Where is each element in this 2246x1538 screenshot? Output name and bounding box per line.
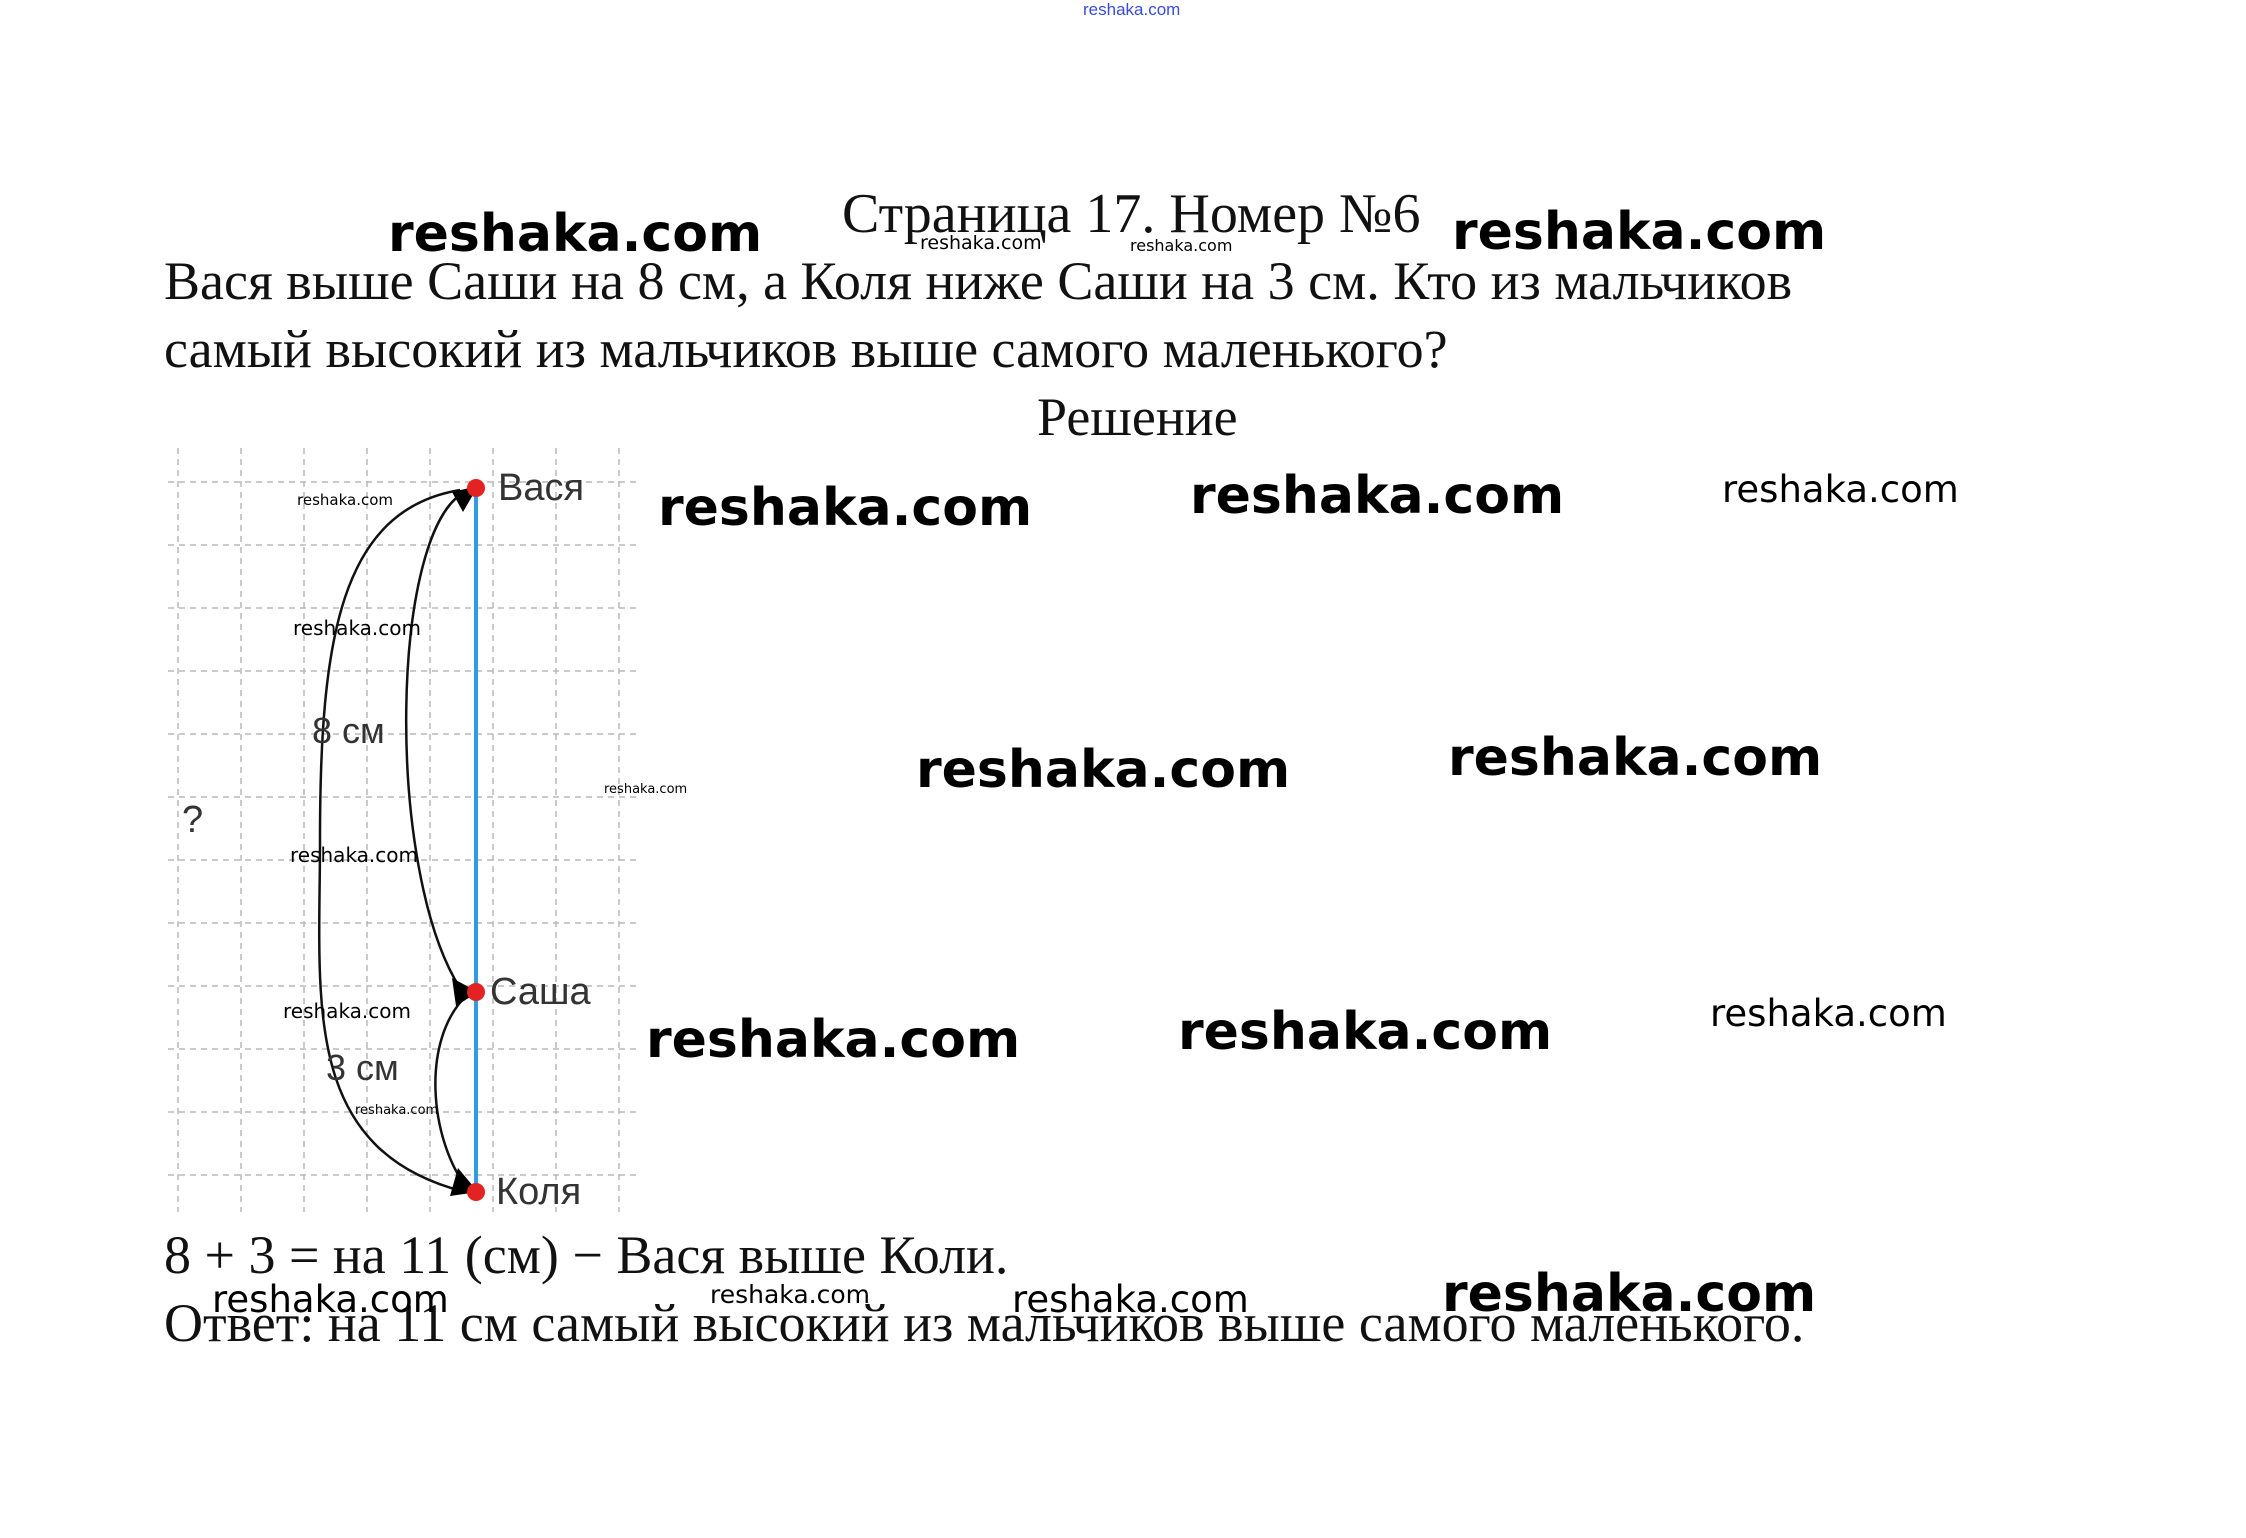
answer-line: Ответ: на 11 см самый высокий из мальчик… xyxy=(164,1293,1805,1353)
watermark: reshaka.com xyxy=(920,232,1042,254)
label-vasya: Вася xyxy=(498,467,584,509)
watermark: reshaka.com xyxy=(1448,728,1823,788)
watermark: reshaka.com xyxy=(604,782,688,797)
label-lower-segment: 3 см xyxy=(326,1047,399,1088)
page-title: Страница 17. Номер №6 xyxy=(842,183,1421,245)
point-kolya xyxy=(467,1183,485,1201)
arc-total xyxy=(317,488,466,1194)
watermark: reshaka.com xyxy=(646,1010,1021,1070)
watermark: reshaka.com xyxy=(658,478,1033,538)
watermark: reshaka.com xyxy=(1178,1002,1553,1062)
watermark: reshaka.com xyxy=(1710,992,1947,1035)
point-sasha xyxy=(467,983,485,1001)
watermark: reshaka.com xyxy=(1190,466,1565,526)
problem-text-line-2: самый высокий из мальчиков выше самого м… xyxy=(164,319,1448,379)
label-upper-segment: 8 см xyxy=(312,710,385,751)
arrow-head-middle xyxy=(452,978,478,1006)
watermark: reshaka.com xyxy=(916,740,1291,800)
height-diagram: Вася Саша Коля 8 см 3 см ? reshaka.com r… xyxy=(168,448,640,1213)
watermark-diagram-1: reshaka.com xyxy=(297,491,393,509)
label-total-unknown: ? xyxy=(182,799,203,841)
arc-upper xyxy=(405,490,466,989)
watermark: reshaka.com xyxy=(1012,1278,1249,1321)
watermark: reshaka.com xyxy=(1722,468,1959,511)
grid-lines xyxy=(168,448,640,1212)
watermark-diagram-4: reshaka.com xyxy=(283,999,411,1023)
watermark-diagram-2: reshaka.com xyxy=(293,616,421,640)
arc-lower xyxy=(434,994,468,1189)
problem-text-line-1: Вася выше Саши на 8 см, а Коля ниже Саши… xyxy=(164,251,1793,311)
watermark-diagram-3: reshaka.com xyxy=(290,843,418,867)
label-sasha: Саша xyxy=(490,971,591,1013)
site-link[interactable]: reshaka.com xyxy=(1083,0,1181,19)
label-kolya: Коля xyxy=(496,1171,581,1213)
calculation-line: 8 + 3 = на 11 (см) − Вася выше Коли. xyxy=(164,1225,1009,1285)
watermark-diagram-5: reshaka.com xyxy=(355,1103,438,1118)
watermark: reshaka.com xyxy=(710,1280,870,1309)
solution-heading: Решение xyxy=(1037,387,1238,447)
watermark: reshaka.com xyxy=(1442,1264,1817,1324)
watermark: reshaka.com xyxy=(1452,202,1827,262)
watermark: reshaka.com xyxy=(388,204,763,264)
watermark: reshaka.com xyxy=(1130,236,1233,255)
watermark: reshaka.com xyxy=(212,1278,449,1321)
point-vasya xyxy=(467,479,485,497)
